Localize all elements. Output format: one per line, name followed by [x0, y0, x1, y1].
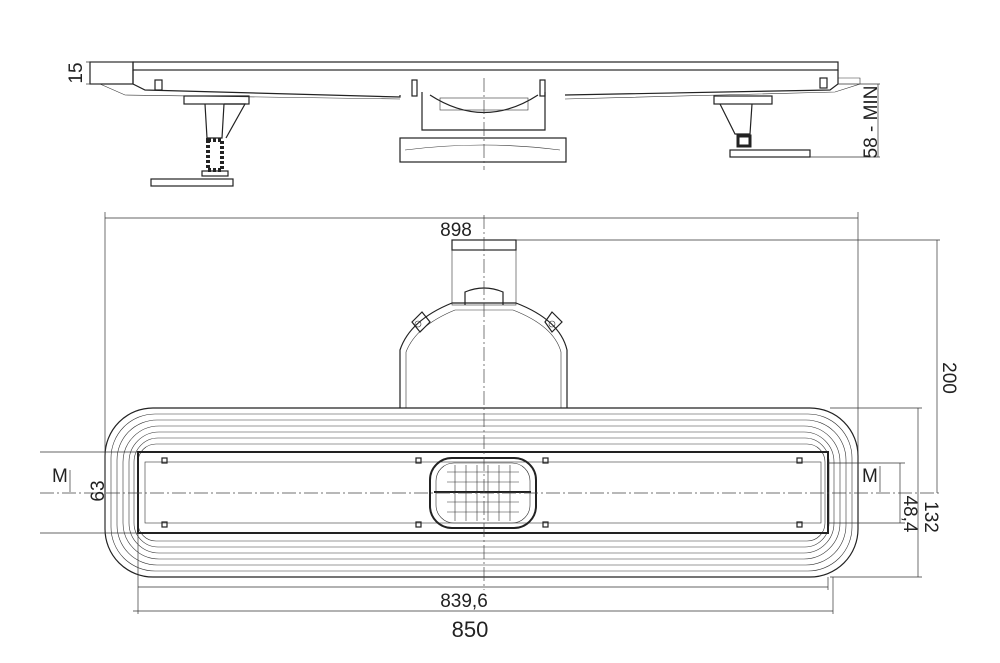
flange-left — [89, 61, 134, 85]
grate-top — [132, 61, 839, 71]
dim-inner-length: 839,6 — [440, 591, 488, 612]
drain-body-side — [399, 92, 567, 163]
marker-m-right: M — [862, 466, 878, 487]
dim-flange-height: 15 — [66, 62, 87, 83]
leveling-foot-right — [713, 95, 811, 158]
dim-total-depth: 200 — [938, 362, 959, 394]
plan-view: 898 200 132 48,4 63 M M 839,6 850 — [40, 212, 959, 642]
drain-outlet — [399, 239, 568, 408]
dim-channel-opening: 48,4 — [899, 496, 920, 533]
dim-length: 850 — [452, 617, 489, 642]
dim-body-depth: 132 — [920, 501, 941, 533]
dim-overall-width: 898 — [440, 220, 472, 241]
side-view: 15 58 - MIN — [66, 61, 882, 187]
marker-m-left: M — [52, 466, 68, 487]
leveling-foot-left — [150, 95, 250, 187]
dim-channel-width: 63 — [88, 480, 109, 501]
dim-min-height: 58 - MIN — [861, 86, 882, 159]
